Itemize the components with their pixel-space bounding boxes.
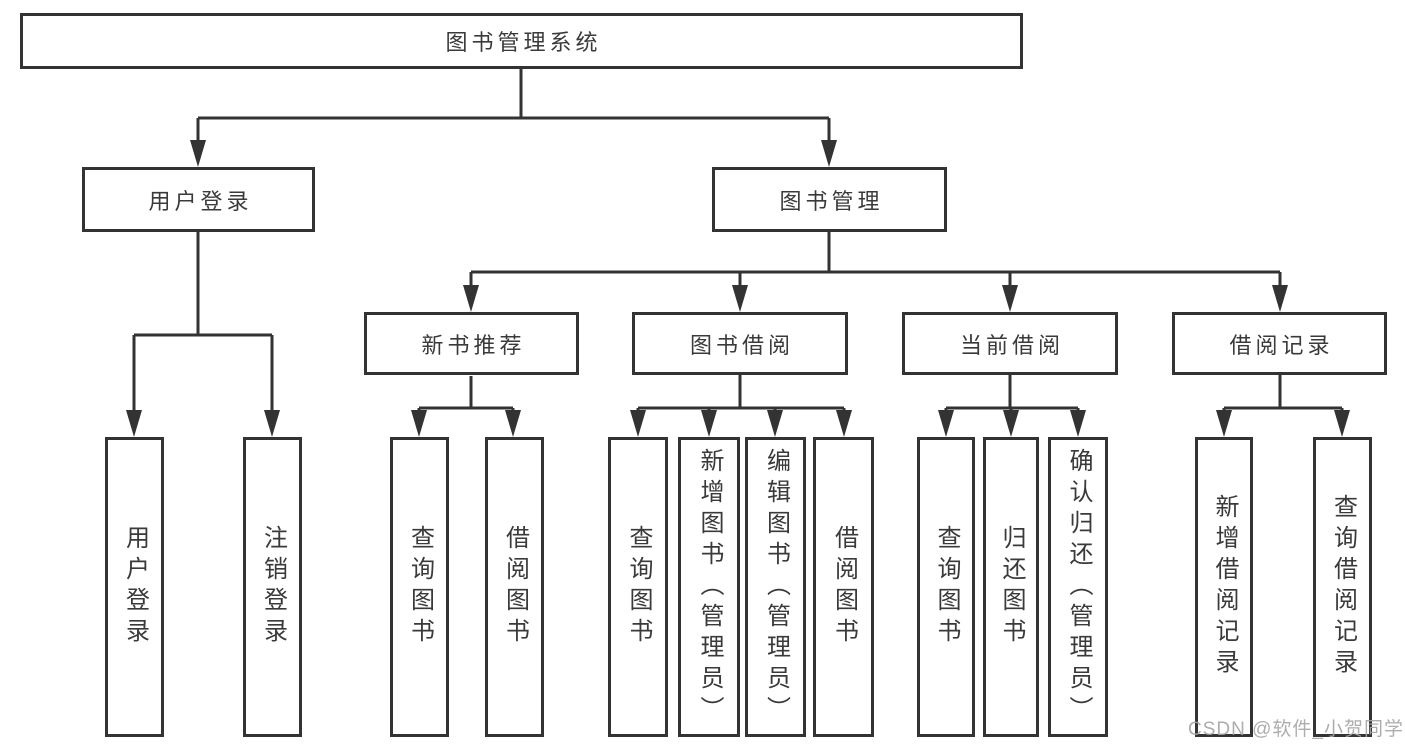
arrowhead	[1216, 410, 1232, 437]
leaf-query-borrow-record: 查询借阅记录	[1313, 437, 1372, 737]
leaf-edit-book-admin: 编辑图书（管理员）	[745, 437, 806, 737]
node-current-borrow: 当前借阅	[902, 312, 1118, 375]
leaf-user-login: 用户登录	[105, 437, 164, 737]
leaf-logout: 注销登录	[243, 437, 302, 737]
node-user-login-branch: 用户登录	[82, 167, 315, 232]
connector-login-bus	[132, 232, 274, 412]
connector-record-bus	[1222, 374, 1344, 414]
arrowhead	[701, 410, 717, 437]
node-system-root: 图书管理系统	[20, 13, 1023, 69]
connector-borrow-bus	[636, 375, 846, 414]
node-label: 图书管理	[779, 188, 884, 214]
connector-newbook-bus	[417, 376, 515, 414]
arrowhead	[821, 140, 837, 167]
watermark: CSDN @软件_小贺同学	[1188, 719, 1404, 740]
node-label: 查询借阅记录	[1329, 494, 1357, 680]
leaf-return-book: 归还图书	[983, 437, 1039, 737]
arrowhead	[1334, 410, 1350, 437]
node-borrow-record: 借阅记录	[1172, 312, 1387, 375]
node-label: 当前借阅	[959, 332, 1064, 358]
node-book-management-branch: 图书管理	[712, 167, 947, 232]
node-label: 用户登录	[121, 525, 149, 649]
leaf-borrow-book-newbook: 借阅图书	[485, 437, 544, 737]
leaf-query-book-current: 查询图书	[917, 437, 975, 737]
arrowhead	[411, 410, 427, 437]
leaf-add-borrow-record: 新增借阅记录	[1195, 437, 1253, 737]
node-label: 借阅图书	[501, 525, 529, 649]
arrowhead	[732, 285, 748, 312]
node-label: 图书管理系统	[445, 30, 602, 55]
leaf-borrow-book: 借阅图书	[813, 437, 874, 737]
node-label: 查询图书	[406, 525, 434, 649]
leaf-confirm-return-admin: 确认归还（管理员）	[1048, 437, 1108, 737]
node-label: 借阅图书	[830, 525, 858, 649]
arrowhead	[1002, 285, 1018, 312]
arrowhead	[1070, 410, 1086, 437]
node-label: 查询图书	[625, 525, 652, 649]
node-label: 新增图书（管理员）	[696, 447, 723, 727]
arrowhead	[630, 410, 646, 437]
node-book-borrow: 图书借阅	[632, 312, 848, 375]
node-label: 新增借阅记录	[1211, 494, 1238, 680]
arrowhead	[1003, 410, 1019, 437]
leaf-query-book-borrow: 查询图书	[608, 437, 668, 737]
arrowhead	[767, 410, 783, 437]
connector-root-bus	[196, 68, 831, 142]
connector-current-bus	[944, 374, 1080, 414]
node-label: 新书推荐	[421, 332, 526, 358]
node-label: 编辑图书（管理员）	[762, 447, 790, 727]
arrowhead	[126, 410, 142, 437]
arrowhead	[463, 285, 479, 312]
node-label: 查询图书	[933, 525, 960, 649]
node-label: 用户登录	[148, 188, 253, 214]
arrowhead	[938, 410, 954, 437]
arrowhead	[264, 410, 280, 437]
arrowhead	[505, 410, 521, 437]
node-label: 注销登录	[259, 525, 287, 649]
arrowhead	[836, 410, 852, 437]
arrowhead	[1272, 285, 1288, 312]
node-label: 图书借阅	[689, 332, 794, 358]
leaf-add-book-admin: 新增图书（管理员）	[678, 437, 740, 737]
node-label: 确认归还（管理员）	[1065, 447, 1092, 727]
connector-mgmt-bus	[469, 232, 1282, 287]
node-label: 归还图书	[998, 525, 1025, 649]
node-new-book-recommend: 新书推荐	[364, 312, 579, 375]
node-label: 借阅记录	[1229, 332, 1334, 358]
arrowhead	[190, 140, 206, 167]
leaf-query-book-newbook: 查询图书	[390, 437, 449, 737]
